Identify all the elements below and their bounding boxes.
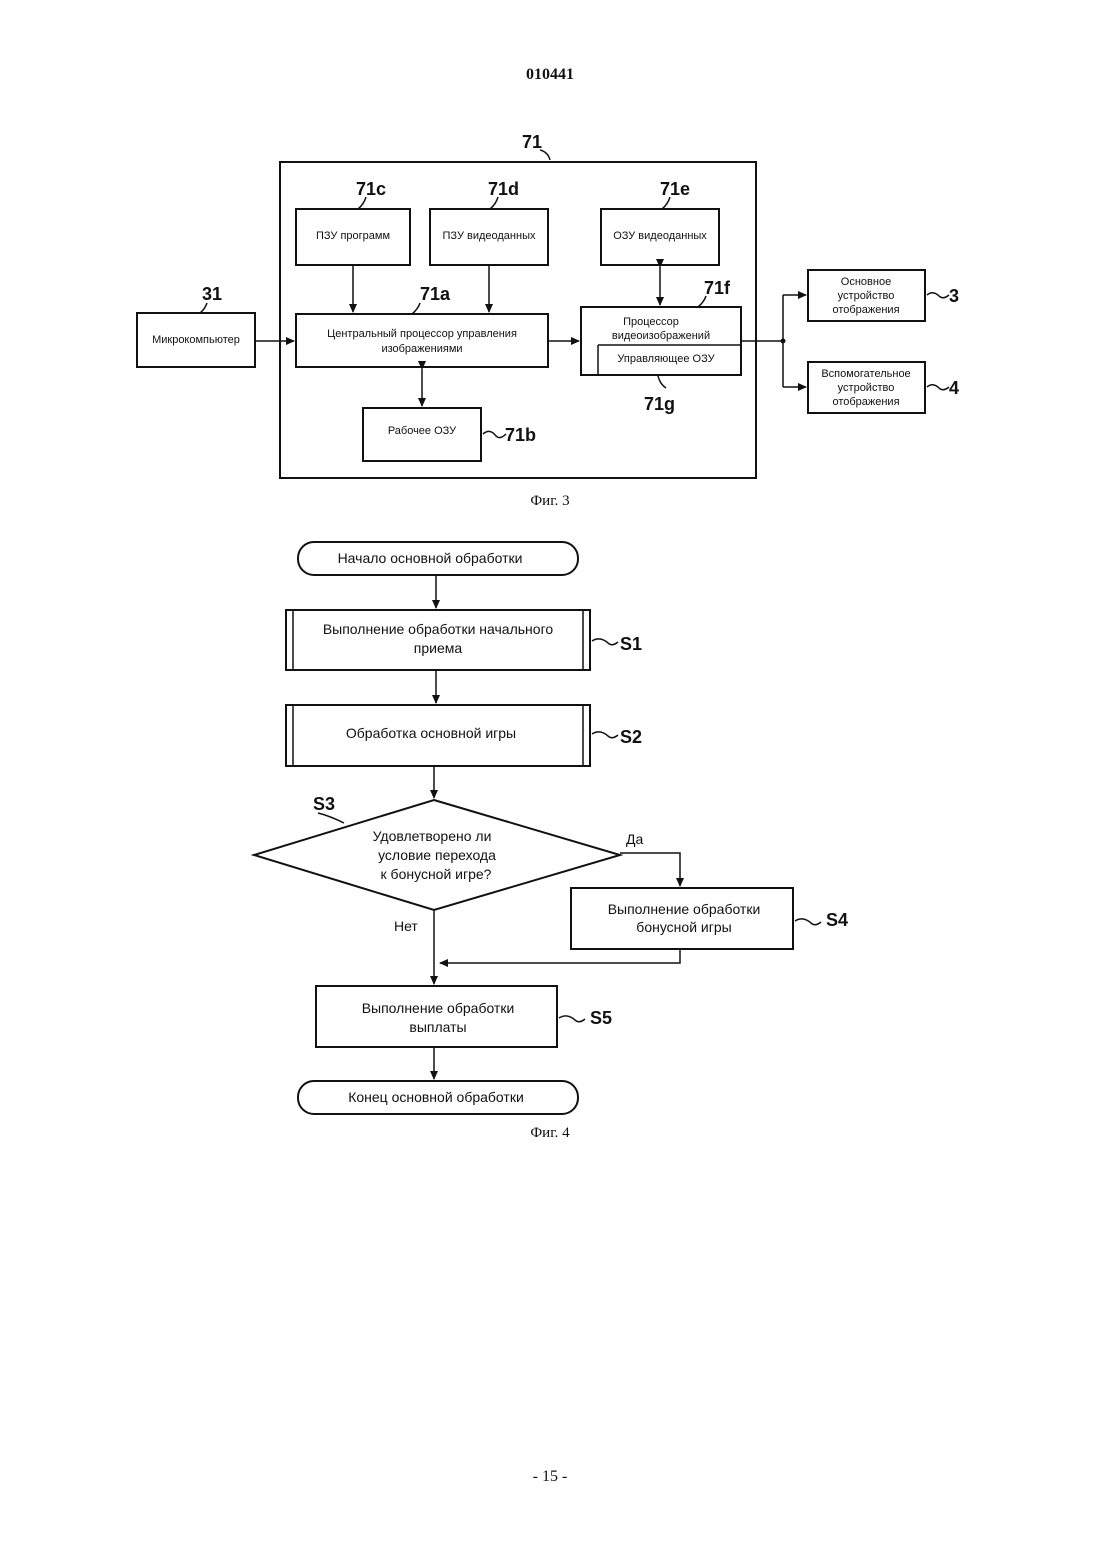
step-s5-box bbox=[316, 986, 557, 1047]
ref-71f: 71f bbox=[704, 278, 731, 298]
page-number: - 15 - bbox=[0, 1468, 1100, 1486]
figure-3-block-diagram bbox=[137, 150, 949, 478]
video-processor-line2: видеоизображений bbox=[612, 330, 710, 342]
ref-71b: 71b bbox=[505, 425, 536, 445]
ref-71: 71 bbox=[522, 132, 542, 152]
ref-71a: 71a bbox=[420, 284, 451, 304]
cpu-box bbox=[296, 314, 548, 367]
s3-label-line2: условие перехода bbox=[378, 847, 496, 863]
s5-label-line2: выплаты bbox=[409, 1019, 466, 1035]
ref-31: 31 bbox=[202, 284, 222, 304]
figure-4-caption: Фиг. 4 bbox=[0, 1125, 1100, 1142]
s3-label-line3: к бонусной игре? bbox=[381, 866, 492, 882]
s1-label-line2: приема bbox=[414, 640, 463, 656]
s2-label: Обработка основной игры bbox=[346, 725, 516, 741]
ref-4: 4 bbox=[949, 378, 959, 398]
cpu-label-line1: Центральный процессор управления bbox=[327, 328, 517, 340]
ref-s1: S1 bbox=[620, 634, 642, 654]
s4-label-line1: Выполнение обработки bbox=[608, 901, 761, 917]
program-rom-label: ПЗУ программ bbox=[316, 230, 390, 242]
s3-label-line1: Удовлетворено ли bbox=[373, 828, 492, 844]
yes-label: Да bbox=[626, 831, 643, 847]
ref-71e: 71e bbox=[660, 179, 690, 199]
ref-s4: S4 bbox=[826, 910, 848, 930]
s4-label-line2: бонусной игры bbox=[636, 919, 731, 935]
ref-3: 3 bbox=[949, 286, 959, 306]
s1-label-line1: Выполнение обработки начального bbox=[323, 621, 554, 637]
aux-display-line1: Вспомогательное bbox=[821, 368, 910, 380]
main-display-line2: устройство bbox=[838, 290, 895, 302]
ref-71g: 71g bbox=[644, 394, 675, 414]
ref-71d: 71d bbox=[488, 179, 519, 199]
main-display-line1: Основное bbox=[841, 276, 891, 288]
aux-display-line3: отображения bbox=[832, 396, 899, 408]
control-ram-label: Управляющее ОЗУ bbox=[617, 353, 715, 365]
end-label: Конец основной обработки bbox=[348, 1089, 524, 1105]
microcomputer-label: Микрокомпьютер bbox=[152, 334, 240, 346]
video-rom-label: ПЗУ видеоданных bbox=[443, 230, 536, 242]
work-ram-label: Рабочее ОЗУ bbox=[388, 425, 457, 437]
ref-s2: S2 bbox=[620, 727, 642, 747]
ref-s3: S3 bbox=[313, 794, 335, 814]
figure-3-caption: Фиг. 3 bbox=[0, 493, 1100, 510]
main-display-line3: отображения bbox=[832, 304, 899, 316]
s5-label-line1: Выполнение обработки bbox=[362, 1000, 515, 1016]
video-processor-line1: Процессор bbox=[623, 316, 679, 328]
ref-71c: 71c bbox=[356, 179, 386, 199]
video-ram-label: ОЗУ видеоданных bbox=[613, 230, 707, 242]
ref-s5: S5 bbox=[590, 1008, 612, 1028]
no-label: Нет bbox=[394, 918, 418, 934]
cpu-label-line2: изображениями bbox=[381, 343, 462, 355]
start-label: Начало основной обработки bbox=[338, 550, 523, 566]
aux-display-line2: устройство bbox=[838, 382, 895, 394]
